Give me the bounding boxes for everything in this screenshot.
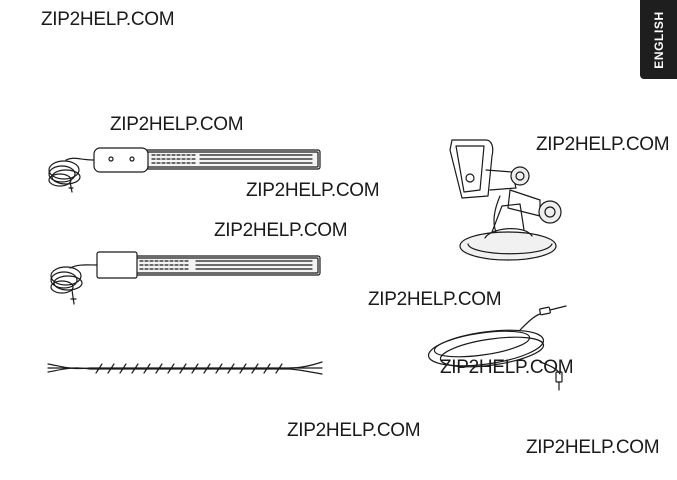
heater-strip-short-icon <box>50 251 321 305</box>
watermark-text: ZIP2HELP.COM <box>536 134 670 155</box>
watermark-text: ZIP2HELP.COM <box>287 420 421 441</box>
watermark-text: ZIP2HELP.COM <box>368 289 502 310</box>
watermark-text: ZIP2HELP.COM <box>41 9 175 30</box>
watermark-text: ZIP2HELP.COM <box>526 437 660 458</box>
watermark-text: ZIP2HELP.COM <box>110 114 244 135</box>
wire-harness-icon <box>47 361 323 375</box>
watermark-text: ZIP2HELP.COM <box>246 180 380 201</box>
audio-cable-icon <box>427 305 567 391</box>
watermark-text: ZIP2HELP.COM <box>214 220 348 241</box>
language-tab: ENGLISH <box>640 0 677 79</box>
suction-mount-icon <box>449 139 562 261</box>
heater-strip-long-icon <box>48 147 321 193</box>
